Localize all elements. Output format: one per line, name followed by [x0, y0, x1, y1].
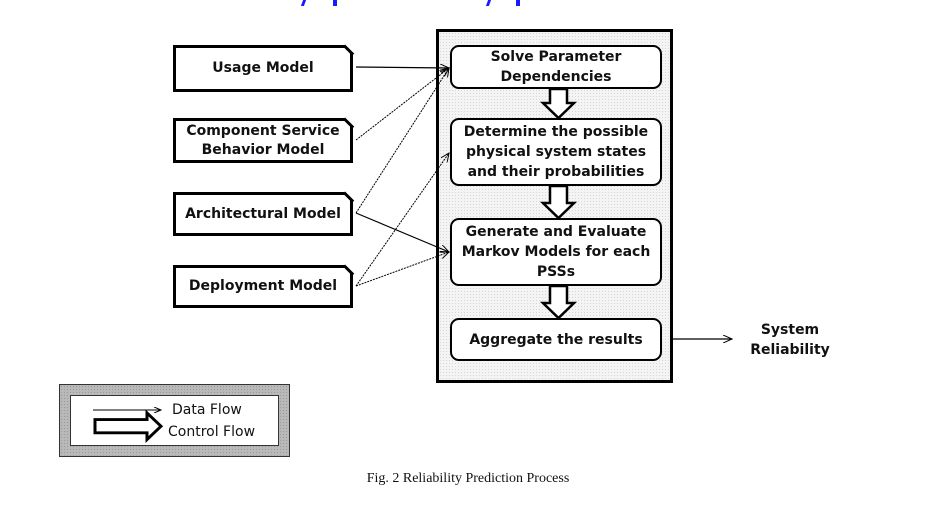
control-flow-generate-to-aggregate — [539, 284, 578, 320]
usage-model-box: Usage Model — [173, 45, 353, 92]
usage-model-label: Usage Model — [212, 60, 314, 76]
data-flow-architectural-to-solve — [355, 68, 449, 214]
step-determine-label: Determine the possible physical system s… — [463, 124, 649, 180]
data-flow-architectural-to-generate — [355, 212, 449, 252]
step-generate-label: Generate and Evaluate Markov Models for … — [461, 224, 651, 280]
figure-caption: Fig. 2 Reliability Prediction Process — [366, 471, 570, 486]
legend-data-flow-label: Data Flow — [172, 402, 242, 418]
component-service-model-label: Component Service Behavior Model — [186, 122, 340, 158]
step-aggregate-label: Aggregate the results — [469, 331, 643, 348]
output-label: System Reliability — [750, 322, 830, 358]
data-flow-deployment-to-generate — [355, 252, 449, 287]
control-flow-solve-to-determine — [539, 87, 578, 120]
control-flow-determine-to-generate — [539, 184, 578, 220]
component-service-model-box: Component Service Behavior Model — [173, 118, 353, 163]
step-determine-system-states: Determine the possible physical system s… — [450, 118, 662, 186]
step-solve-parameter-dependencies: Solve Parameter Dependencies — [450, 45, 662, 89]
legend-panel: Data Flow Control Flow — [70, 395, 279, 446]
step-solve-label: Solve Parameter Dependencies — [490, 49, 622, 85]
system-reliability-output: System Reliability — [740, 320, 840, 360]
data-flow-usage-to-solve — [355, 67, 449, 68]
deployment-model-box: Deployment Model — [173, 265, 353, 308]
step-generate-markov-models: Generate and Evaluate Markov Models for … — [450, 218, 662, 286]
architectural-model-label: Architectural Model — [185, 205, 341, 222]
deployment-model-label: Deployment Model — [188, 278, 338, 294]
control-flow-legend-icon — [93, 409, 164, 443]
header-text-fragment — [333, 0, 337, 6]
architectural-model-box: Architectural Model — [173, 192, 353, 236]
step-aggregate-results: Aggregate the results — [450, 318, 662, 361]
header-text-fragment — [516, 0, 520, 6]
legend-control-flow-label: Control Flow — [168, 424, 256, 440]
data-flow-deployment-to-determine — [355, 153, 449, 287]
legend-symbols — [93, 396, 164, 443]
legend: Data Flow Control Flow — [59, 384, 290, 457]
data-flow-component-to-solve — [355, 68, 449, 141]
